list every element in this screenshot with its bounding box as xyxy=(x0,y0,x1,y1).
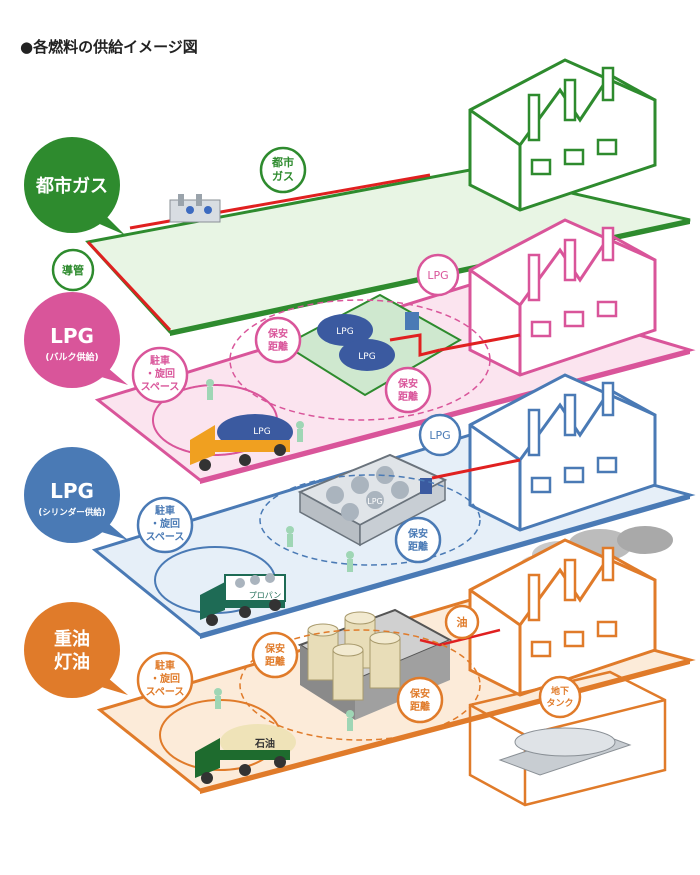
oil-badge-line2: 灯油 xyxy=(54,651,90,673)
oil-truck-label: 石油 xyxy=(254,737,275,750)
lpg-bulk-tank-2: LPG xyxy=(339,339,395,371)
lpg-bulk-worker-icon xyxy=(206,379,214,400)
lpg-cyl-badge: LPG (シリンダー供給) xyxy=(24,447,128,543)
lpg-bulk-bubble: LPG xyxy=(416,253,460,297)
oil-layer: 石油 油 駐車 ・旋回 スペース 保安 距離 保安 距離 xyxy=(24,526,696,807)
lpg-cyl-parking-line3: スペース xyxy=(146,531,185,543)
oil-tank-4 xyxy=(369,631,401,689)
oil-safety-bubble-1: 保安 距離 xyxy=(251,631,299,679)
underground-tank-icon xyxy=(468,670,667,807)
lpg-cyl-badge-sub: (シリンダー供給) xyxy=(38,507,105,518)
lpg-bulk-parking-line2: ・旋回 xyxy=(145,367,175,380)
lpg-bulk-tank-1: LPG xyxy=(317,314,373,346)
oil-parking-line2: ・旋回 xyxy=(150,672,180,685)
gas-bubble-line2: ガス xyxy=(272,169,294,183)
gas-pipe xyxy=(86,240,172,332)
oil-safety-1-line1: 保安 xyxy=(264,642,285,655)
lpg-cyl-worker-icon xyxy=(286,526,294,547)
lpg-bulk-bubble-label: LPG xyxy=(427,269,448,282)
oil-worker-2-icon xyxy=(346,710,354,731)
lpg-cyl-factory-icon xyxy=(468,373,657,532)
oil-bubble: 油 xyxy=(444,604,480,640)
gas-badge: 都市ガス xyxy=(24,137,125,235)
lpg-bulk-badge: LPG (バルク供給) xyxy=(24,292,128,388)
lpg-bulk-safety-1-line1: 保安 xyxy=(267,327,288,340)
lpg-bulk-badge-main: LPG xyxy=(50,324,94,348)
oil-badge-line1: 重油 xyxy=(54,628,90,650)
lpg-bulk-worker-2-icon xyxy=(296,421,304,442)
lpg-cyl-truck-icon: プロパン xyxy=(200,573,286,626)
gas-badge-label: 都市ガス xyxy=(35,175,108,197)
lpg-cyl-pipe xyxy=(431,458,521,480)
lpg-bulk-parking-line3: スペース xyxy=(141,381,180,393)
lpg-bulk-badge-sub: (バルク供給) xyxy=(45,351,98,363)
lpg-bulk-safety-ring xyxy=(229,299,491,421)
lpg-bulk-safety-2-line2: 距離 xyxy=(398,390,418,403)
lpg-cyl-worker-2-icon xyxy=(346,551,354,572)
gas-governor-icon xyxy=(169,194,221,223)
underground-tank-bubble: 地下 タンク xyxy=(538,675,582,719)
oil-safety-1-line2: 距離 xyxy=(265,655,285,668)
lpg-bulk-truck-icon: LPG xyxy=(190,414,293,471)
oil-safety-bubble-2: 保安 距離 xyxy=(396,676,444,724)
lpg-cyl-bubble: LPG xyxy=(418,413,462,457)
lpg-cyl-storage-icon xyxy=(297,453,448,547)
lpg-cyl-safety-bubble: 保安 距離 xyxy=(394,516,442,564)
lpg-cyl-safety-line2: 距離 xyxy=(408,540,428,553)
lpg-cyl-bubble-label: LPG xyxy=(429,429,450,442)
gas-bubble: 都市 ガス xyxy=(259,146,307,194)
lpg-cyl-safety-line1: 保安 xyxy=(407,527,428,540)
lpg-bulk-safety-1-line2: 距離 xyxy=(268,340,288,353)
lpg-bulk-safety-bubble-1: 保安 距離 xyxy=(254,316,302,364)
gas-bubble-line1: 都市 xyxy=(271,155,294,169)
lpg-bulk-parking-line1: 駐車 xyxy=(150,354,170,367)
oil-bubble-label: 油 xyxy=(457,615,468,629)
gas-factory-icon xyxy=(468,58,657,212)
underground-tank-line2: タンク xyxy=(546,697,573,709)
lpg-bulk-pipe xyxy=(439,333,521,352)
lpg-cyl-parking-line1: 駐車 xyxy=(155,504,175,517)
oil-parking-bubble: 駐車 ・旋回 スペース xyxy=(136,651,194,709)
lpg-cyl-safety-ring xyxy=(259,474,481,566)
lpg-cyl-badge-main: LPG xyxy=(50,479,94,503)
lpg-bulk-parking-bubble: 駐車 ・旋回 スペース xyxy=(131,346,189,404)
page-title: ●各燃料の供給イメージ図 xyxy=(20,38,198,56)
oil-safety-2-line2: 距離 xyxy=(410,700,430,713)
lpg-bulk-safety-2-line1: 保安 xyxy=(397,377,418,390)
oil-parking-line1: 駐車 xyxy=(155,659,175,672)
underground-tank-line1: 地下 xyxy=(551,685,569,697)
lpg-bulk-safety-bubble-2: 保安 距離 xyxy=(384,366,432,414)
oil-tank-3 xyxy=(332,643,364,701)
oil-badge: 重油 灯油 xyxy=(24,602,128,698)
lpg-bulk-tank-1-label: LPG xyxy=(336,327,353,337)
oil-worker-icon xyxy=(214,688,222,709)
conduit-label: 導管 xyxy=(62,263,84,277)
lpg-bulk-tank-2-label: LPG xyxy=(358,352,375,362)
oil-factory-icon xyxy=(468,538,657,697)
lpg-cyl-parking-bubble: 駐車 ・旋回 スペース xyxy=(136,496,194,554)
lpg-cyl-plate-side xyxy=(200,495,690,639)
oil-pipe xyxy=(419,628,501,647)
oil-safety-2-line1: 保安 xyxy=(409,687,430,700)
lpg-bulk-truck-label: LPG xyxy=(253,427,270,437)
oil-truck-icon: 石油 xyxy=(195,724,296,784)
lpg-cyl-parking-line2: ・旋回 xyxy=(150,517,180,530)
lpg-cyl-truck-label: プロパン xyxy=(249,591,281,600)
oil-parking-line3: スペース xyxy=(146,686,185,698)
conduit-bubble: 導管 xyxy=(51,248,95,292)
oil-safety-ring xyxy=(239,629,481,741)
lpg-cyl-cylinder-label: LPG xyxy=(367,497,382,506)
lpg-cyl-layer: LPG プロパン LPG xyxy=(24,373,696,639)
